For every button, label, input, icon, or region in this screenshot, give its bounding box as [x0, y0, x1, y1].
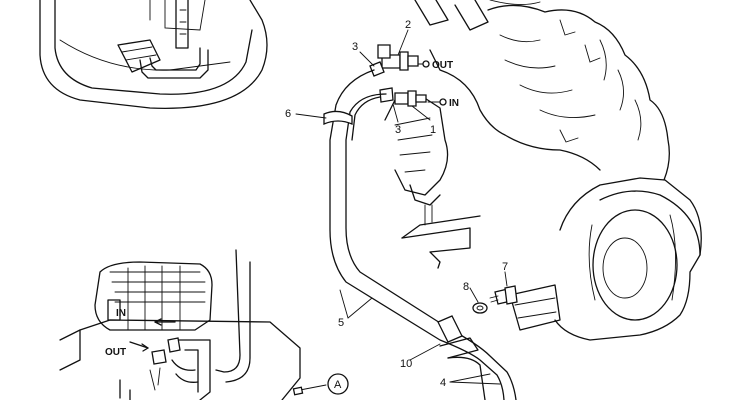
- in-label-inset: IN: [116, 308, 126, 319]
- reference-marker-a-label: A: [334, 379, 342, 391]
- out-label-main: OUT: [432, 60, 453, 71]
- callout-4: 4: [440, 377, 446, 389]
- machine-overview-inset: [39, 0, 268, 109]
- callout-7: 7: [502, 261, 508, 273]
- callout-10: 10: [400, 358, 412, 370]
- callout-8: 8: [463, 281, 469, 293]
- pump-detail-inset: [59, 249, 301, 400]
- callout-1: 1: [430, 124, 436, 136]
- callout-3-lower: 3: [395, 124, 401, 136]
- leader-lines: [295, 29, 508, 385]
- engine-pump-assembly: [384, 0, 702, 341]
- callout-labels: 1 2 3 3 4 5 6 7 8 10: [285, 19, 508, 389]
- in-label-main: IN: [449, 98, 459, 109]
- callout-3-upper: 3: [352, 41, 358, 53]
- out-label-inset: OUT: [105, 347, 126, 358]
- hose-pair: [323, 69, 517, 400]
- bolt-and-washer: [472, 285, 518, 314]
- port-labels: OUT IN IN OUT: [105, 60, 459, 358]
- callout-2: 2: [405, 19, 411, 31]
- callout-5: 5: [338, 317, 344, 329]
- upper-fittings: [369, 44, 447, 107]
- callout-6: 6: [285, 108, 291, 120]
- reference-marker-a: A: [292, 373, 349, 396]
